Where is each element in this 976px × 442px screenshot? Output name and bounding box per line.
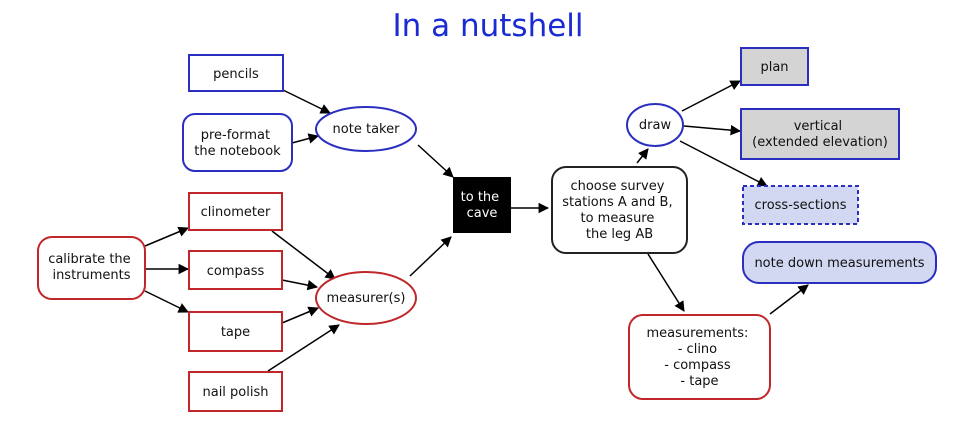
node-cross-sections-label: cross-sections [755,198,847,213]
node-choose-line-1: choose survey [570,179,664,194]
edge-calibrate-to-clinometer [144,226,189,247]
edge-nail-polish-to-measurers [267,324,340,372]
svg-text:tape: tape [221,325,250,340]
node-tape: tape [188,311,283,352]
node-measurements-line-4: - tape [680,374,718,389]
svg-text:to the cave: to the cave [461,190,504,221]
node-choose-line-4: the leg AB [586,227,653,242]
edge-draw-to-cross-sections [679,140,768,187]
node-compass: compass [188,250,283,290]
edge-measurements-to-note-down [769,284,809,315]
node-pencils-label: pencils [213,67,259,82]
node-cave-line-1: to the [461,190,500,205]
node-calibrate-line-2: instruments [52,268,130,283]
edge-tape-to-measurers [281,306,319,324]
node-choose-line-3: to measure [580,211,654,226]
edge-calibrate-to-tape [144,290,189,313]
svg-text:pencils: pencils [213,67,259,82]
node-plan: plan [740,47,809,86]
svg-text:pre-format the notebook: pre-format the notebook [194,128,281,159]
node-preformat-line-1: pre-format [201,128,270,143]
svg-text:calibrate the instrument: calibrate the instruments [48,252,135,283]
node-measurements-line-1: measurements: [647,326,749,341]
svg-text:measurer(s): measurer(s) [327,291,406,306]
node-clinometer: clinometer [188,192,283,231]
node-calibrate-line-1: calibrate the [48,252,130,267]
svg-text:clinometer: clinometer [201,205,271,220]
edge-measurers-to-cave [409,236,452,277]
svg-text:cross-sections: cross-sections [755,198,847,213]
node-cave-line-2: cave [467,206,498,221]
node-compass-label: compass [207,264,265,279]
edge-preformat-to-note-taker [291,133,320,144]
edge-clinometer-to-measurers [271,230,336,280]
node-plan-label: plan [760,60,788,75]
node-measurers: measurer(s) [315,271,417,325]
node-clinometer-label: clinometer [201,205,271,220]
node-tape-label: tape [221,325,250,340]
node-choose-stations: choose survey stations A and B, to measu… [551,166,688,254]
diagram-title: In a nutshell [392,8,584,44]
node-pencils: pencils [188,54,284,92]
node-nail-polish: nail polish [188,371,283,412]
svg-text:note down measurements: note down measurements [754,256,924,271]
node-measurements: measurements: - clino - compass - tape [628,314,771,400]
node-note-taker-label: note taker [333,122,401,137]
node-vertical: vertical (extended elevation) [740,108,900,160]
edge-pencils-to-note-taker [282,89,331,114]
edge-choose-to-draw [636,148,649,164]
edge-draw-to-vertical [683,124,742,136]
node-draw-label: draw [639,118,672,133]
node-draw: draw [626,103,684,147]
svg-text:draw: draw [639,118,672,133]
node-vertical-line-2: (extended elevation) [752,135,888,150]
node-note-down: note down measurements [742,241,937,284]
node-cave: to the cave [453,177,511,233]
svg-text:measurements: - clino: measurements: - clino - compass - tape [647,326,753,389]
node-cross-sections: cross-sections [742,185,859,225]
svg-text:nail polish: nail polish [202,385,268,400]
node-measurements-line-2: - clino [678,342,717,357]
edge-draw-to-plan [681,80,741,112]
edge-note-taker-to-cave [417,144,454,178]
node-preformat-line-2: the notebook [194,144,281,159]
svg-text:note taker: note taker [333,122,401,137]
edge-compass-to-measurers [281,279,319,291]
edge-choose-to-measurements [647,253,685,312]
node-measurements-line-3: - compass [664,358,731,373]
node-note-down-label: note down measurements [754,256,924,271]
node-measurers-label: measurer(s) [327,291,406,306]
svg-text:choose survey stations A: choose survey stations A and B, to measu… [562,179,676,242]
node-preformat: pre-format the notebook [182,113,293,172]
node-note-taker: note taker [315,106,417,152]
node-vertical-line-1: vertical [794,119,842,134]
svg-text:vertical (extended eleva: vertical (extended elevation) [752,119,888,150]
node-nail-polish-label: nail polish [202,385,268,400]
svg-text:plan: plan [760,60,788,75]
node-choose-line-2: stations A and B, [562,195,672,210]
svg-text:compass: compass [207,264,265,279]
node-calibrate: calibrate the instruments [37,236,146,300]
